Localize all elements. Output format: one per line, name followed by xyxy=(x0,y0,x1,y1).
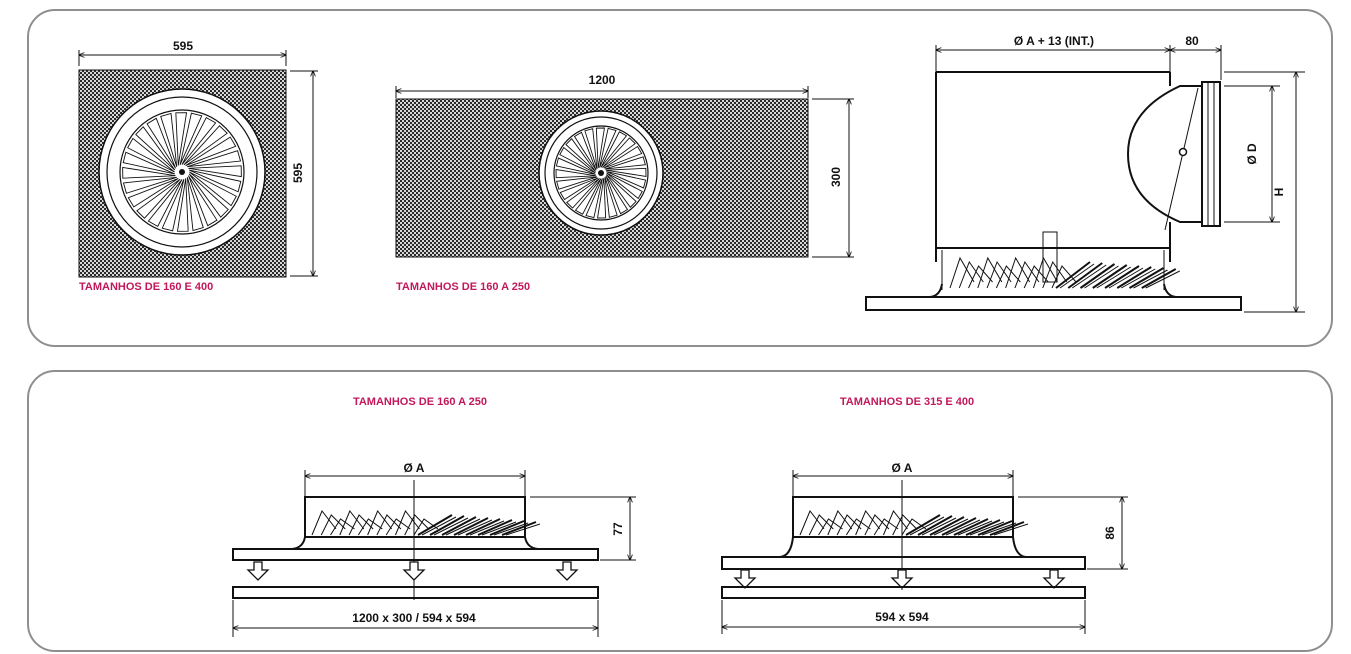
bottom-right-diameter-label: Ø A xyxy=(892,461,913,475)
plenum-top-label: Ø A + 13 (INT.) xyxy=(1014,34,1094,48)
swirl-disc xyxy=(538,110,664,236)
bottom-right-height-label: 86 xyxy=(1103,526,1117,540)
rect-width-label: 1200 xyxy=(589,73,616,87)
bottom-right-section-drawing xyxy=(721,470,1128,634)
square-caption: TAMANHOS DE 160 E 400 xyxy=(79,281,213,293)
square-width-label: 595 xyxy=(173,39,193,53)
square-diffuser-drawing xyxy=(79,50,318,278)
plenum-height-label: H xyxy=(1272,188,1286,197)
plenum-side-drawing xyxy=(865,45,1305,312)
rect-height-label: 300 xyxy=(829,167,843,187)
bottom-right-title: TAMANHOS DE 315 E 400 xyxy=(840,396,974,408)
bottom-left-plate-label: 1200 x 300 / 594 x 594 xyxy=(352,611,476,625)
bottom-left-diameter-label: Ø A xyxy=(404,461,425,475)
swirl-disc xyxy=(98,88,266,256)
square-height-label: 595 xyxy=(291,163,305,183)
bottom-left-height-label: 77 xyxy=(611,522,625,536)
bottom-right-plate-label: 594 x 594 xyxy=(875,610,929,624)
plenum-diameter-label: Ø D xyxy=(1245,143,1259,165)
bottom-left-section-drawing xyxy=(232,470,636,637)
bottom-left-title: TAMANHOS DE 160 A 250 xyxy=(353,396,487,408)
plenum-spigot-label: 80 xyxy=(1185,34,1199,48)
bottom-panel xyxy=(27,370,1333,652)
rect-caption: TAMANHOS DE 160 A 250 xyxy=(396,281,530,293)
rect-diffuser-drawing xyxy=(396,86,854,257)
